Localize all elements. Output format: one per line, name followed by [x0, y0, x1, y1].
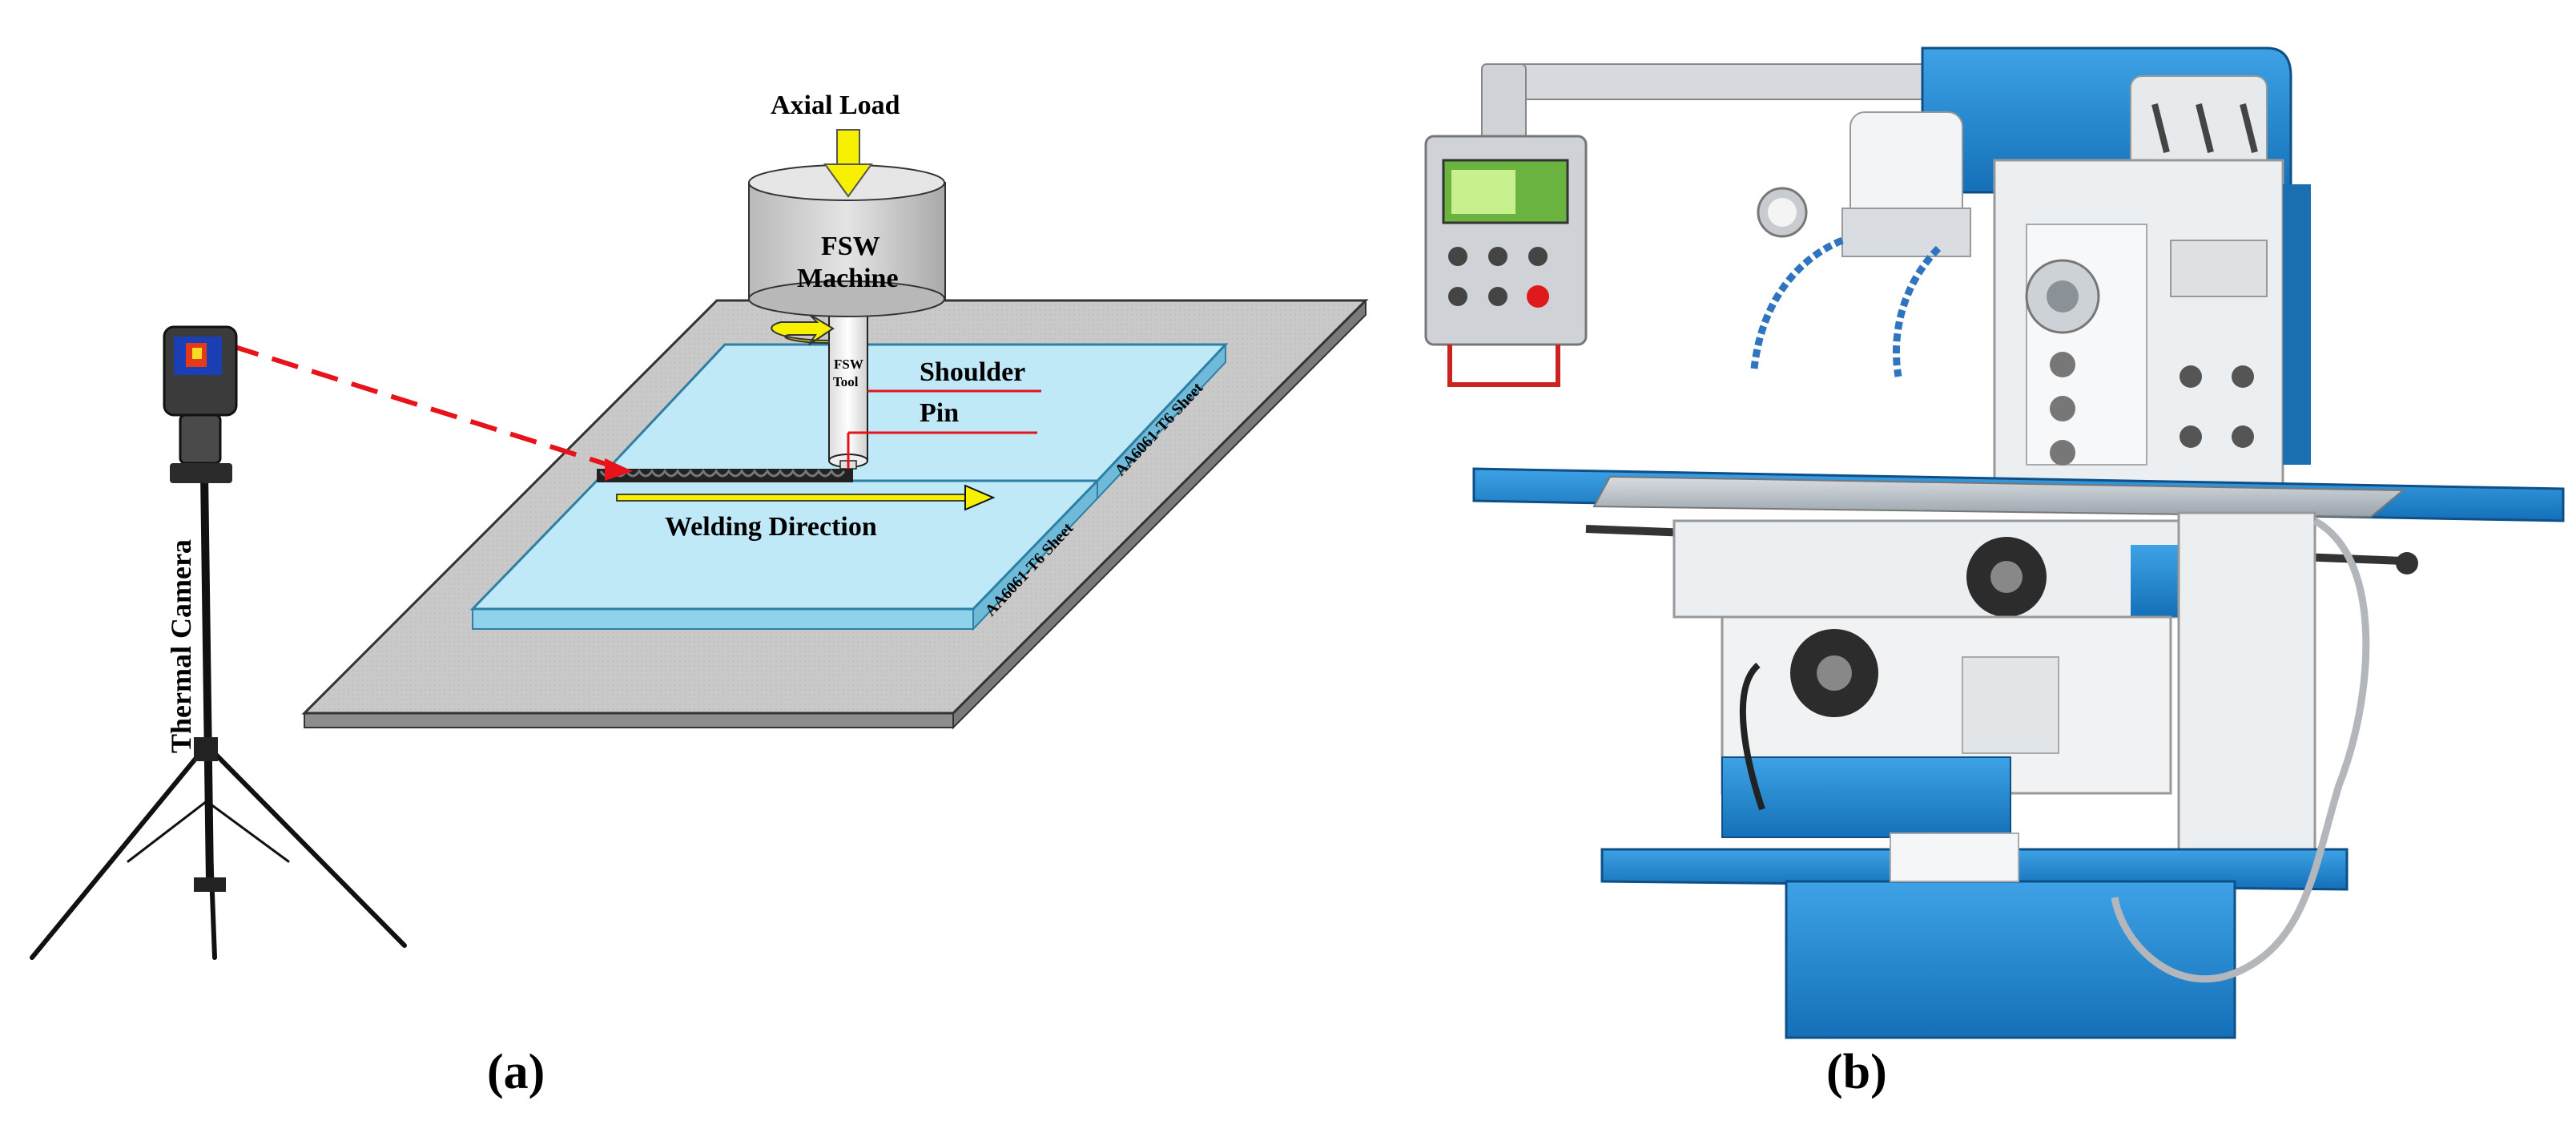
- machine-label-line1: FSW: [821, 232, 880, 261]
- axial-load-arrow: [823, 129, 873, 198]
- axial-load-label: Axial Load: [771, 91, 900, 120]
- panel-b: (b): [1424, 46, 2565, 1099]
- machine-label-line2: Machine: [797, 264, 899, 293]
- welding-direction-arrow: [616, 484, 996, 511]
- tool-label-line2: Tool: [833, 374, 859, 389]
- panel-b-caption: (b): [1826, 1045, 1887, 1099]
- tool-label-line1: FSW: [834, 357, 863, 372]
- pin-label: Pin: [920, 398, 959, 428]
- control-panel: [1424, 135, 1588, 387]
- fsw-machine-head: FSW Machine: [748, 164, 946, 317]
- rotation-arrow: [771, 313, 835, 345]
- callout-lines: [847, 389, 1041, 469]
- shoulder-label: Shoulder: [920, 357, 1025, 387]
- panel-a-caption: (a): [487, 1045, 545, 1099]
- laser-beam: [231, 344, 622, 471]
- weld-seam: [597, 469, 853, 482]
- thermal-camera: [163, 325, 238, 483]
- panel-a: AA6061-T6 Sheet AA6061-T6 Sheet Welding …: [30, 91, 1369, 1099]
- camera-label: Thermal Camera: [165, 539, 197, 753]
- milling-machine-illustration: [1424, 46, 2565, 1039]
- tripod: [30, 469, 407, 960]
- welding-direction-label: Welding Direction: [665, 512, 877, 542]
